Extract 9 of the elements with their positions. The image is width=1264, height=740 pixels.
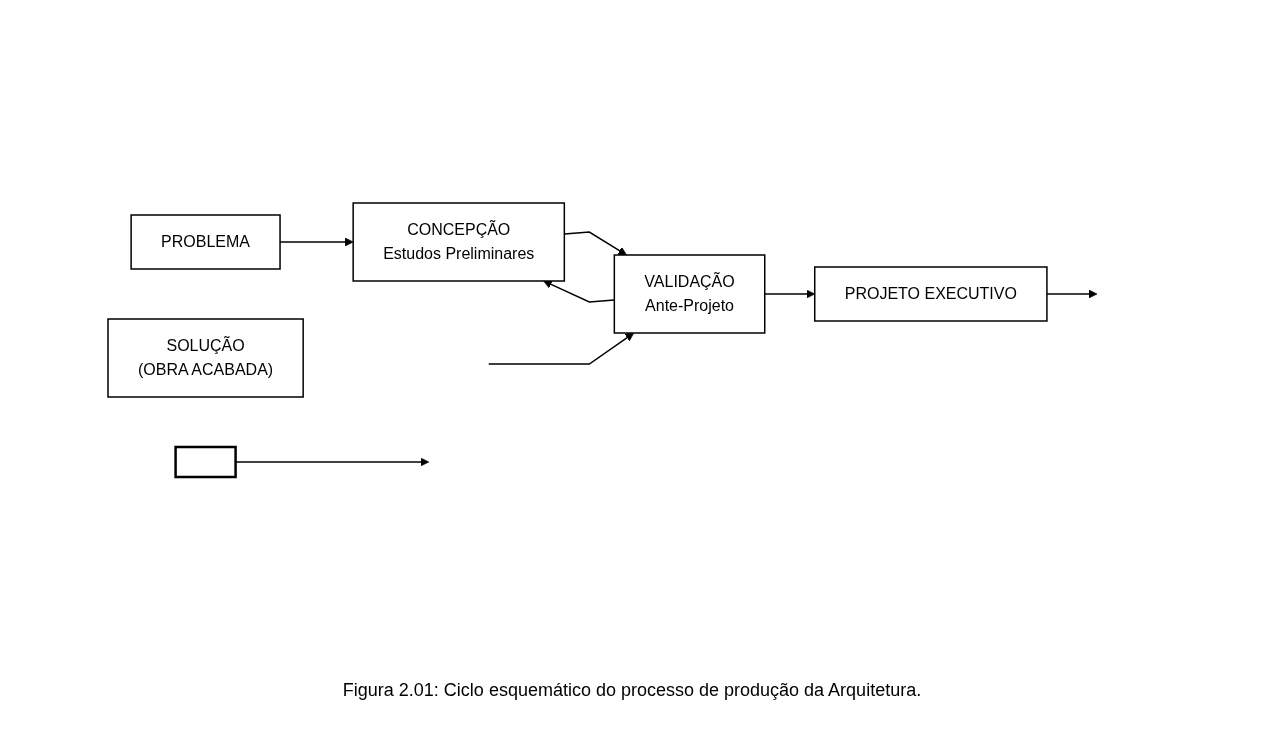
- arrow: [487, 332, 634, 365]
- node-box: CONCEPÇÃO Estudos Preliminares: [351, 202, 565, 282]
- node-box: VALIDAÇÃO Ante-Projeto: [613, 254, 765, 334]
- node-box: SOLUÇÃO (OBRA ACABADA): [106, 318, 304, 398]
- arrow: [563, 231, 627, 256]
- node-bar: [173, 445, 237, 479]
- node-box: PROBLEMA: [129, 214, 281, 270]
- figure-caption: Figura 2.01: Ciclo esquemático do processo de produção da Arquitetura.: [342, 680, 922, 701]
- node-box: PROJETO EXECUTIVO: [813, 266, 1048, 322]
